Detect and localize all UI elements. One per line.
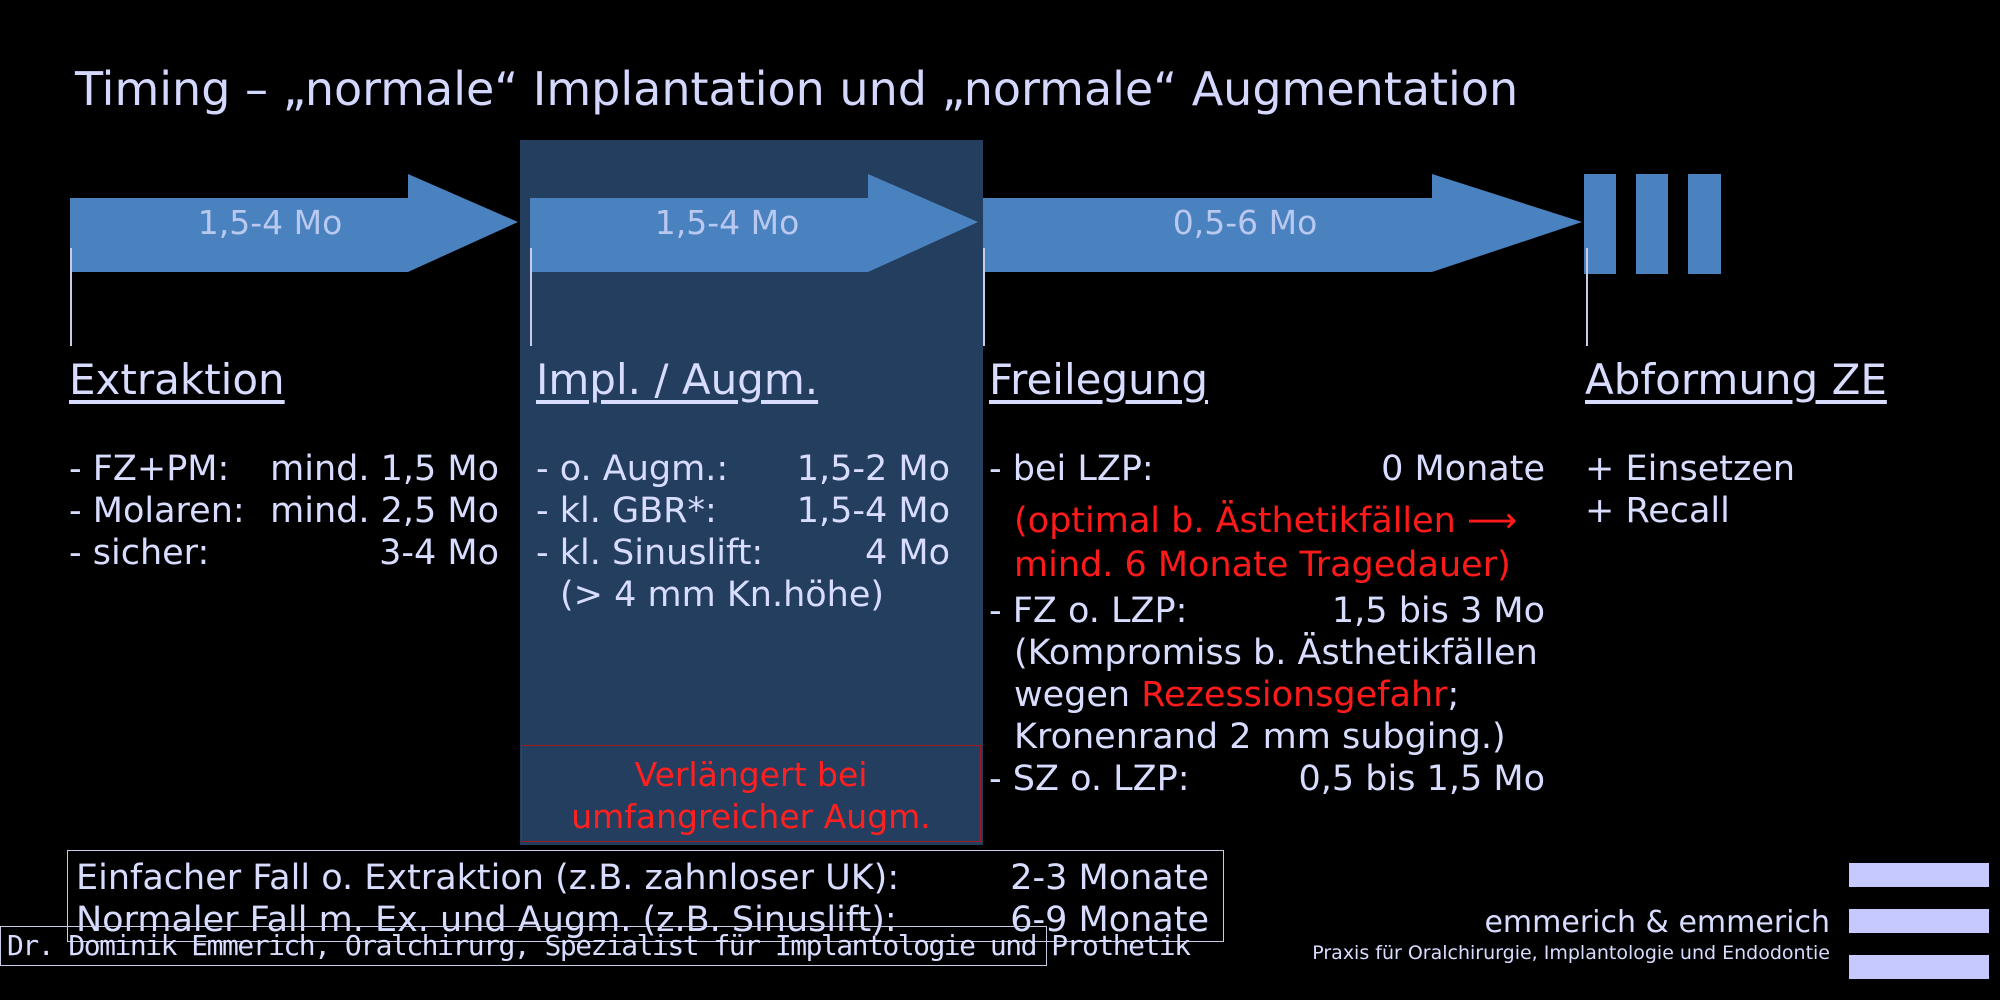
end-bar: [1688, 174, 1721, 274]
heading-abformung: Abformung ZE: [1585, 355, 1887, 404]
note-text: wegen: [1014, 675, 1142, 715]
summary-row-value: 2-3 Monate: [1010, 858, 1209, 898]
extraktion-row-value: mind. 1,5 Mo: [270, 449, 499, 489]
freilegung-fz-note: wegen Rezessionsgefahr;: [1014, 674, 1459, 716]
summary-row-value: 6-9 Monate: [1010, 900, 1209, 940]
warning-line: Verlängert bei: [634, 755, 868, 794]
freilegung-lzp-note: mind. 6 Monate Tragedauer): [1014, 545, 1511, 585]
arrow-label-extraktion: 1,5-4 Mo: [197, 203, 343, 242]
freilegung-fz-label: - FZ o. LZP:: [989, 591, 1188, 631]
timeline-arrows: [70, 174, 1721, 274]
summary-row-label: Einfacher Fall o. Extraktion (z.B. zahnl…: [76, 858, 900, 898]
logo-stripe: [1849, 955, 1989, 979]
end-bar: [1584, 174, 1616, 274]
freilegung-sz-label: - SZ o. LZP:: [989, 759, 1190, 799]
arrow-freilegung: [983, 174, 1582, 272]
recession-risk-text: Rezessionsgefahr: [1141, 675, 1448, 715]
implantation-row-label: - kl. Sinuslift:: [536, 533, 764, 573]
heading-extraktion: Extraktion: [69, 355, 285, 404]
freilegung-fz-note: Kronenrand 2 mm subging.): [1014, 717, 1506, 757]
implantation-row-note: (> 4 mm Kn.höhe): [560, 575, 885, 615]
slide-title: Timing – „normale“ Implantation und „nor…: [75, 62, 1519, 116]
footer-author: Dr. Dominik Emmerich, Oralchirurg, Spezi…: [0, 926, 1191, 966]
arrow-implantation: [530, 174, 978, 272]
timeline-tick: [1586, 248, 1588, 346]
three-bars-icon: [1584, 174, 1721, 274]
logo-stripe: [1849, 863, 1989, 887]
summary-row-label: Normaler Fall m. Ex. und Augm. (z.B. Sin…: [76, 900, 897, 940]
freilegung-fz-note: (Kompromiss b. Ästhetikfällen: [1014, 633, 1538, 673]
freilegung-fz-value: 1,5 bis 3 Mo: [1331, 591, 1545, 631]
logo-stripe: [1849, 909, 1989, 933]
heading-implantation: Impl. / Augm.: [536, 355, 819, 404]
extraktion-row-value: mind. 2,5 Mo: [270, 491, 499, 531]
implantation-warning: Verlängert bei umfangreicher Augm.: [521, 745, 981, 842]
end-bar: [1636, 174, 1668, 274]
extraktion-row-value: 3-4 Mo: [379, 533, 499, 573]
extraktion-row-label: - sicher:: [69, 533, 210, 573]
implantation-row-label: - kl. GBR*:: [536, 491, 717, 531]
arrow-label-implantation: 1,5-4 Mo: [654, 203, 800, 242]
extraktion-row-label: - FZ+PM:: [69, 449, 230, 489]
freilegung-sz-value: 0,5 bis 1,5 Mo: [1298, 759, 1546, 799]
arrow-extraktion: [70, 174, 518, 272]
note-text: ;: [1447, 675, 1460, 715]
freilegung-lzp-value: 0 Monate: [1381, 449, 1545, 489]
timeline-tick: [530, 248, 532, 346]
implantation-row-value: 1,5-4 Mo: [796, 491, 950, 531]
implantation-row-value: 1,5-2 Mo: [796, 449, 950, 489]
abformung-item: + Einsetzen: [1585, 449, 1796, 489]
brand-name: emmerich & emmerich: [1484, 905, 1830, 940]
implantation-row-label: - o. Augm.:: [536, 449, 729, 489]
brand-subtitle: Praxis für Oralchirurgie, Implantologie …: [1312, 942, 1830, 964]
timeline-tick: [983, 248, 985, 346]
warning-line: umfangreicher Augm.: [571, 797, 931, 836]
heading-freilegung: Freilegung: [989, 355, 1209, 404]
implantation-row-value: 4 Mo: [864, 533, 950, 573]
freilegung-lzp-label: - bei LZP:: [989, 449, 1154, 489]
freilegung-lzp-note: (optimal b. Ästhetikfällen ⟶: [1014, 501, 1518, 541]
timeline-tick: [70, 248, 72, 346]
abformung-item: + Recall: [1585, 491, 1730, 531]
arrow-label-freilegung: 0,5-6 Mo: [1172, 203, 1318, 242]
extraktion-row-label: - Molaren:: [69, 491, 245, 531]
summary-box: Einfacher Fall o. Extraktion (z.B. zahnl…: [67, 850, 1224, 942]
